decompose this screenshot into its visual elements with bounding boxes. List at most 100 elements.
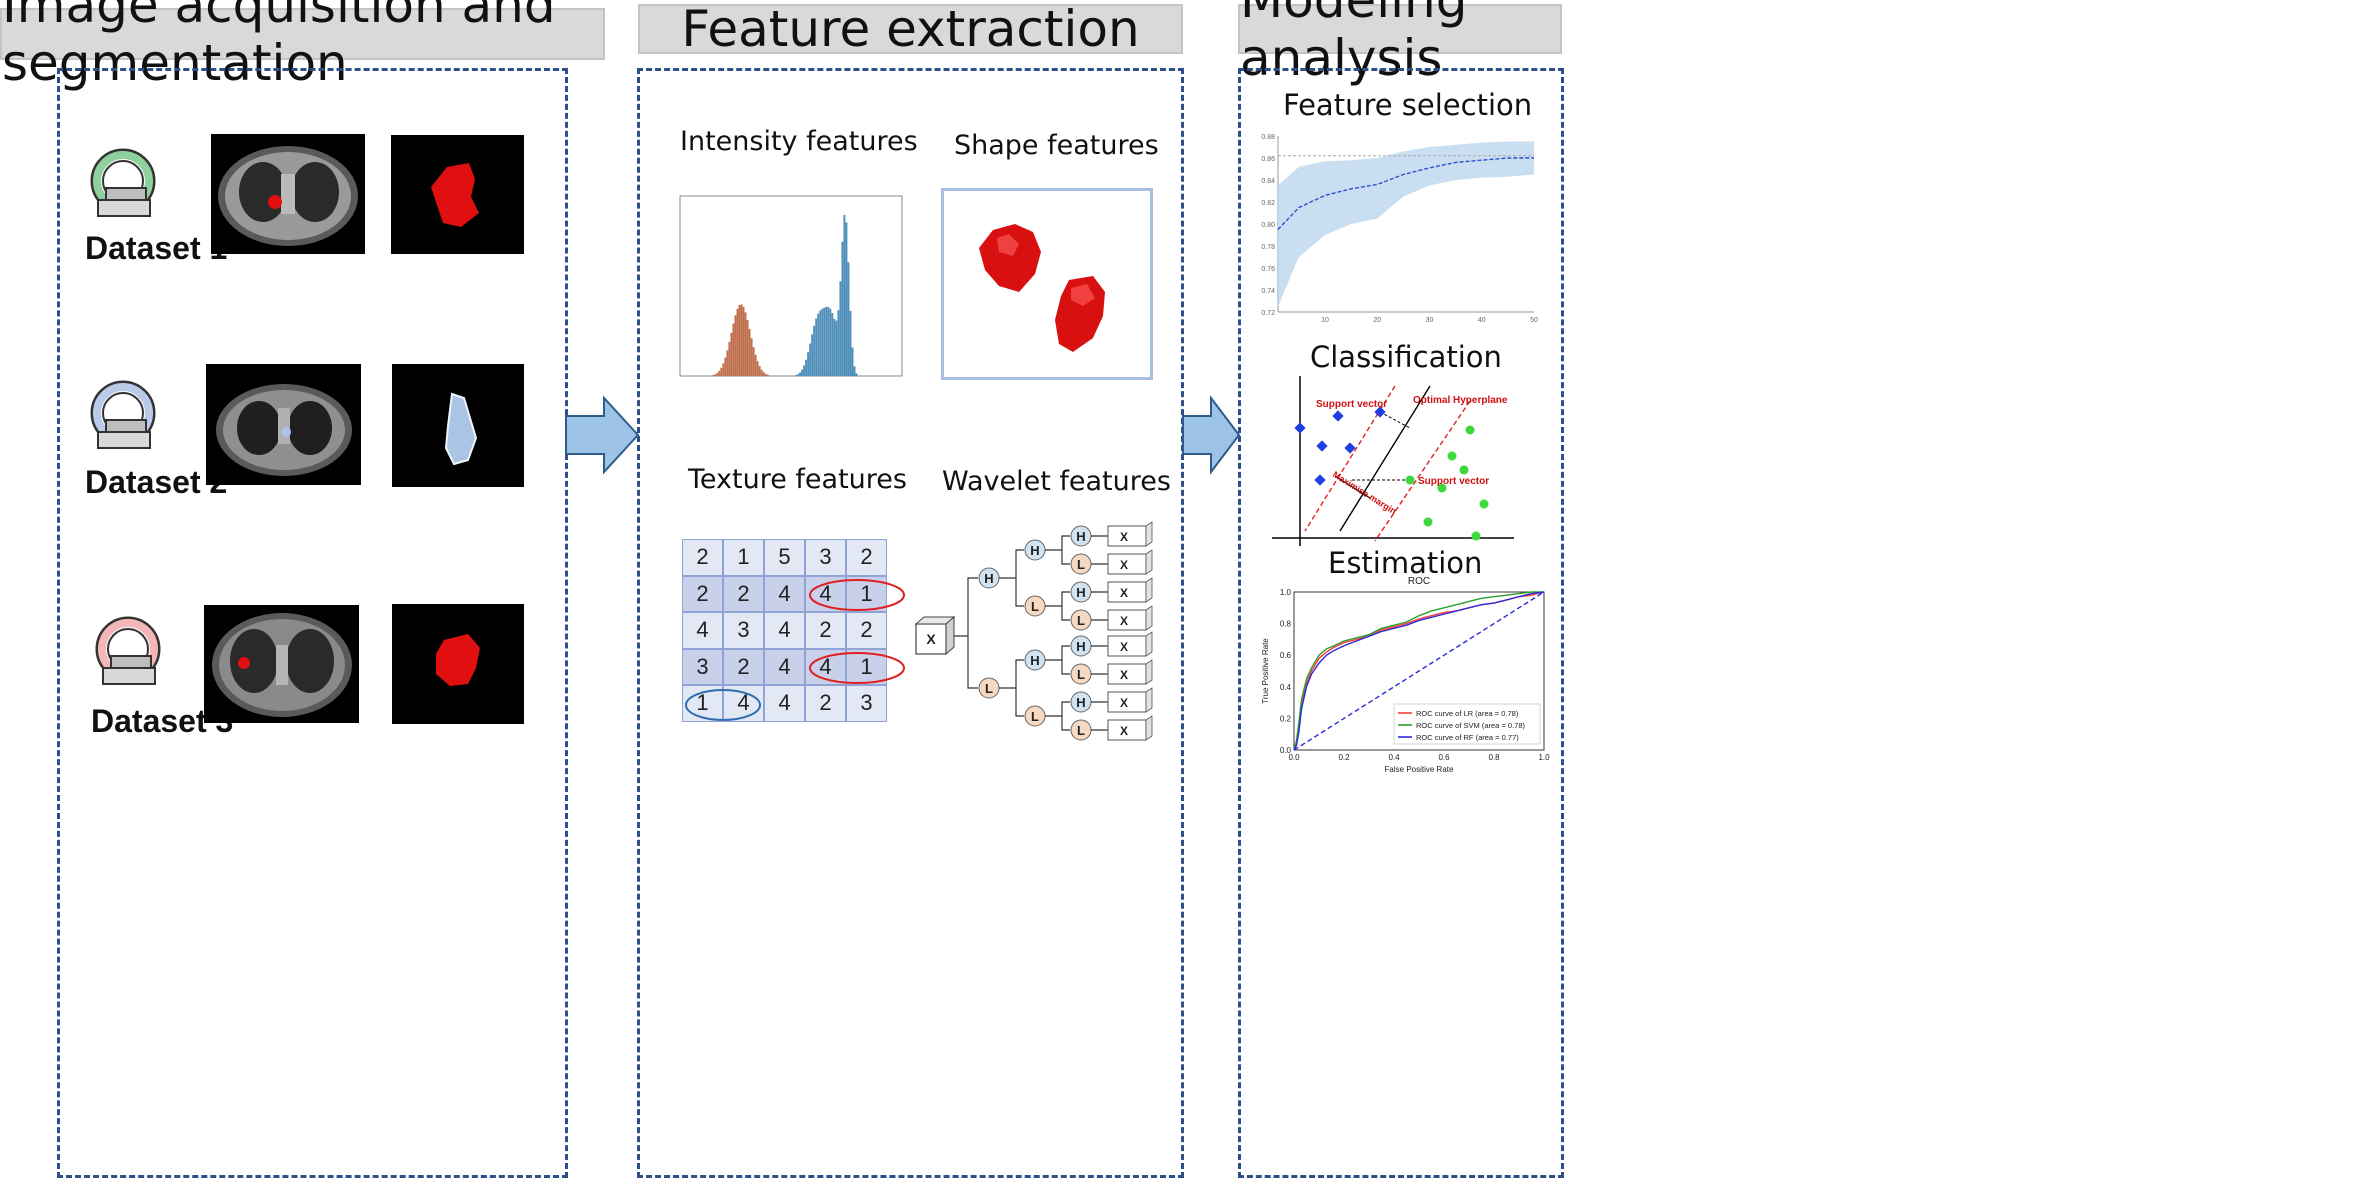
node-label: L xyxy=(1077,613,1085,628)
histogram-bar xyxy=(825,306,828,376)
optimal-hyperplane xyxy=(1339,385,1431,532)
histogram-bar xyxy=(795,375,797,376)
node-label: H xyxy=(1030,543,1039,558)
node-label: H xyxy=(1076,529,1085,544)
histogram-axes xyxy=(679,195,903,377)
highlight-ellipse xyxy=(685,689,761,721)
output-box-side xyxy=(1145,687,1153,713)
tree-edge xyxy=(1015,688,1024,717)
panel-extraction xyxy=(637,68,1184,1178)
histogram-bar xyxy=(855,373,858,376)
histogram-bar xyxy=(752,347,755,376)
histogram-bar xyxy=(815,318,818,376)
histogram-bar xyxy=(831,313,834,376)
matrix-cell: 2 xyxy=(723,648,764,685)
ct-scanner-icon xyxy=(95,616,161,685)
y-tick-label: 0.6 xyxy=(1280,651,1292,660)
histogram-bar xyxy=(766,374,769,376)
tree-edge xyxy=(1045,701,1070,717)
histogram-bar xyxy=(807,352,810,376)
y-tick-label: 1.0 xyxy=(1280,588,1292,597)
matrix-cell: 4 xyxy=(682,612,723,649)
class-b-point xyxy=(1471,531,1481,541)
matrix-cell: 3 xyxy=(846,685,887,722)
input-label: X xyxy=(926,631,936,647)
y-tick-label: 0.8 xyxy=(1280,620,1292,629)
class-b-point xyxy=(1423,517,1433,527)
legend-label: ROC curve of RF (area = 0.77) xyxy=(1416,733,1519,742)
histogram-bar xyxy=(819,310,822,376)
x-tick-label: 0.8 xyxy=(1488,753,1500,762)
class-b-point xyxy=(1437,483,1447,493)
class-b-point xyxy=(1405,475,1415,485)
matrix-cell: 2 xyxy=(846,539,887,576)
ct-scan-image xyxy=(211,134,365,254)
tumor-segmentation-image xyxy=(392,604,524,724)
chance-line xyxy=(1293,591,1545,751)
output-label: X xyxy=(1120,586,1128,600)
tumor-segmentation-image xyxy=(391,135,524,254)
node-label: L xyxy=(1031,599,1039,614)
class-a-point xyxy=(1344,442,1356,454)
histogram-bar xyxy=(724,357,727,376)
node-label: L xyxy=(1031,709,1039,724)
histogram-bar xyxy=(718,370,721,376)
tree-edge xyxy=(1061,606,1070,621)
histogram-bar xyxy=(811,334,814,376)
x-axis-label: False Positive Rate xyxy=(1385,765,1454,774)
histogram-bar xyxy=(797,374,799,376)
y-tick-label: 0.86 xyxy=(1261,156,1275,163)
histogram-bar xyxy=(732,323,735,376)
y-tick-label: 0.84 xyxy=(1261,178,1275,185)
dataset-label: Dataset 2 xyxy=(85,464,228,500)
x-tick-label: 0.0 xyxy=(1288,753,1300,762)
class-a-point xyxy=(1332,410,1344,422)
matrix-cell: 3 xyxy=(682,648,723,685)
tree-edge xyxy=(954,577,978,637)
wavelet-features-title: Wavelet features xyxy=(942,466,1171,497)
arrow-right-icon xyxy=(1182,395,1241,475)
x-tick-label: 10 xyxy=(1321,317,1329,324)
output-label: X xyxy=(1120,558,1128,572)
histogram-bar xyxy=(730,332,733,376)
tree-edge xyxy=(1045,645,1070,661)
class-b-point xyxy=(1465,425,1475,435)
node-label: H xyxy=(984,571,993,586)
header-modeling: Modeling analysis xyxy=(1238,0,1562,87)
histogram-bar xyxy=(799,372,801,376)
node-label: L xyxy=(1077,557,1085,572)
histogram-bar xyxy=(823,307,826,376)
node-label: L xyxy=(985,681,993,696)
y-tick-label: 0.88 xyxy=(1261,134,1275,141)
tumor-3d-shape xyxy=(1055,276,1105,352)
tree-edge xyxy=(1061,660,1070,675)
input-cube-side xyxy=(945,615,955,656)
output-label: X xyxy=(1120,668,1128,682)
x-tick-label: 0.4 xyxy=(1388,753,1400,762)
class-b-point xyxy=(1459,465,1469,475)
intensity-features-title: Intensity features xyxy=(680,126,918,157)
node-label: H xyxy=(1030,653,1039,668)
roc-curve xyxy=(1293,591,1544,751)
output-label: X xyxy=(1120,640,1128,654)
matrix-cell: 5 xyxy=(764,539,805,576)
histogram-bar xyxy=(746,320,749,376)
histogram-bar xyxy=(762,372,765,376)
roc-legend xyxy=(1393,703,1541,745)
matrix-cell: 4 xyxy=(764,685,805,722)
histogram-bar xyxy=(722,363,725,376)
histogram-bar xyxy=(714,374,717,376)
ct-scan-image xyxy=(204,605,359,723)
histogram-bar xyxy=(760,369,763,376)
x-tick-label: 0.6 xyxy=(1438,753,1450,762)
histogram-bar xyxy=(827,306,830,376)
histogram-bar xyxy=(728,341,731,376)
histogram-bar xyxy=(837,310,840,376)
node-label: H xyxy=(1076,585,1085,600)
histogram-bar xyxy=(843,214,846,376)
texture-features-title: Texture features xyxy=(688,464,907,495)
histogram-bar xyxy=(740,304,743,376)
histogram-bar xyxy=(726,350,729,376)
